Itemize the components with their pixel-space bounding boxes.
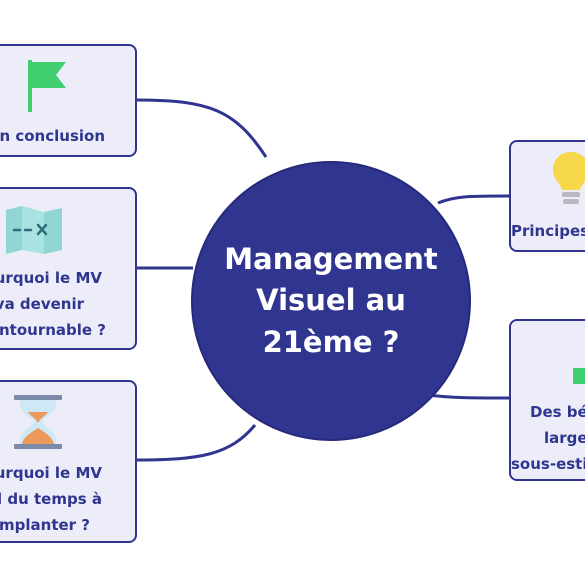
node-why-unavoidable-line3: incontournable ? <box>0 321 106 339</box>
connector-benefits <box>427 393 510 400</box>
node-principles[interactable]: Principes <box>509 140 585 252</box>
node-why-time-line2: prend du temps à <box>0 490 102 508</box>
hourglass-icon <box>14 395 62 449</box>
connector-conclusion <box>135 98 268 158</box>
green-flag-icon <box>28 60 66 112</box>
node-benefits-line1: Des bénéfices <box>530 403 585 421</box>
node-conclusion[interactable]: En conclusion <box>0 44 137 157</box>
node-why-unavoidable-line2: va devenir <box>0 295 84 313</box>
node-why-unavoidable-line1: Pourquoi le MV <box>0 269 102 287</box>
node-why-time-line1: Pourquoi le MV <box>0 464 102 482</box>
node-benefits-line3: sous-estimés <box>511 455 585 473</box>
node-why-time-line3: s'implanter ? <box>0 516 90 534</box>
node-principles-label: Principes <box>511 222 585 240</box>
node-conclusion-label: En conclusion <box>0 127 105 145</box>
connector-why-time <box>135 424 257 462</box>
node-why-unavoidable[interactable]: Pourquoi le MV va devenir incontournable… <box>0 187 137 350</box>
connector-principles <box>437 194 510 205</box>
node-benefits[interactable]: Des bénéfices larges et sous-estimés <box>509 319 585 481</box>
map-icon <box>6 206 62 254</box>
lightbulb-icon <box>553 152 585 204</box>
central-topic[interactable]: Management Visuel au 21ème ? <box>191 161 471 441</box>
green-bar-icon <box>573 368 585 384</box>
node-benefits-line2: larges et <box>544 429 585 447</box>
node-why-time[interactable]: Pourquoi le MV prend du temps à s'implan… <box>0 380 137 543</box>
central-topic-title: Management Visuel au 21ème ? <box>224 242 438 359</box>
